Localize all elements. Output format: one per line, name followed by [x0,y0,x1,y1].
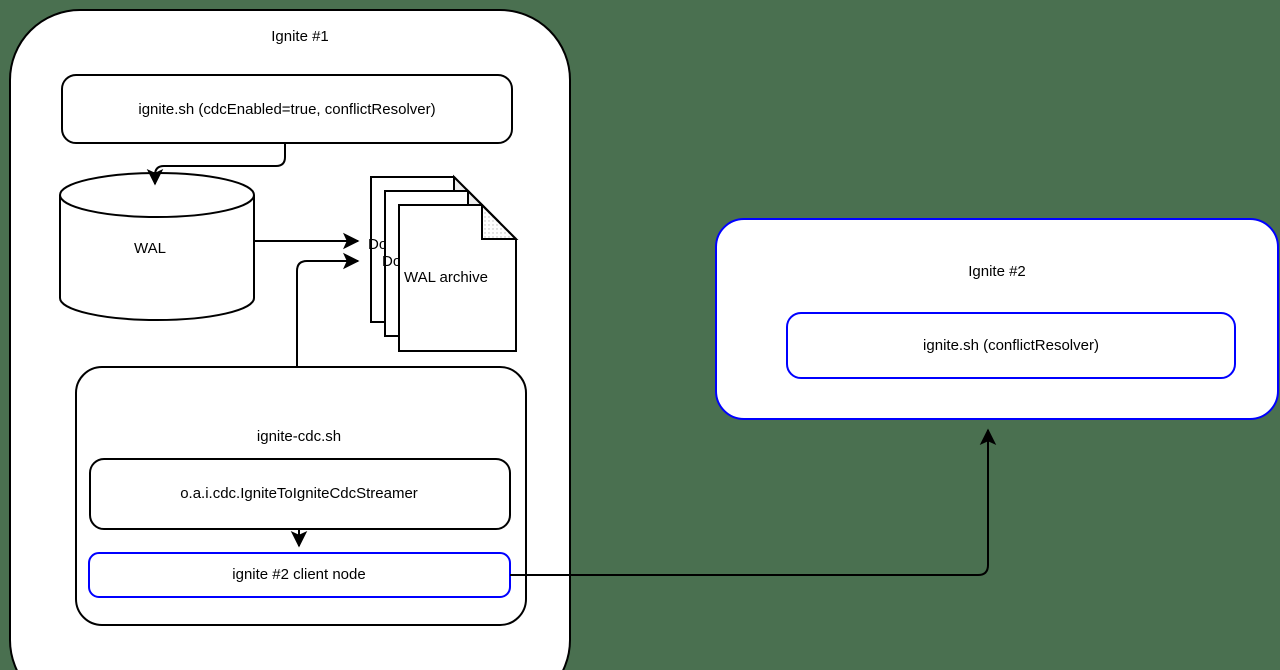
edge-ignite-sh-to-wal [146,143,286,186]
wal-cylinder-body [59,195,255,321]
wal-cylinder[interactable]: WAL [59,172,255,321]
ignite1-container-border [9,9,571,670]
cdc-streamer-box[interactable]: o.a.i.cdc.IgniteToIgniteCdcStreamer [89,458,511,530]
ignite2-ignite-sh-box[interactable]: ignite.sh (conflictResolver) [786,312,1236,379]
ignite-sh-label: ignite.sh (cdcEnabled=true, conflictReso… [138,101,435,118]
wal-archive-label: WAL archive [404,269,488,286]
ignite2-ignite-sh-label: ignite.sh (conflictResolver) [923,337,1099,354]
edge-client-node-to-ignite2 [510,428,997,576]
wal-cylinder-top-fill [60,173,254,217]
cdc-streamer-box-shape [90,459,510,529]
wal-label: WAL [134,240,166,257]
edge-cdc-to-wal-archive [296,252,360,367]
wal-archive-hidden-label-1: Do [368,236,387,253]
ignite-sh-box-border [61,74,513,144]
client-node-box-shape [89,553,510,597]
ignite2-client-node-box[interactable]: ignite #2 client node [88,552,511,598]
ignite2-ignite-sh-box-shape [787,313,1235,378]
wal-archive-doc-front-shape [399,205,516,351]
wal-archive-doc-front-border [398,204,517,352]
ignite-cdc-sh-box-border [75,366,527,626]
client-node-label: ignite #2 client node [232,566,365,583]
ignite-sh-box-shape [62,75,512,143]
wal-cylinder-body-fill [60,195,254,320]
ignite-cdc-sh-label: ignite-cdc.sh [257,428,341,445]
wal-archive-hidden-label-2: Do [382,253,401,270]
ignite2-ignite-sh-box-border [786,312,1236,379]
ignite1-title: Ignite #1 [271,28,329,45]
cdc-streamer-label: o.a.i.cdc.IgniteToIgniteCdcStreamer [180,485,418,502]
wal-archive-doc-front-fold [481,202,519,240]
ignite2-container-border [715,218,1279,420]
ignite2-title: Ignite #2 [968,263,1026,280]
ignite1-ignite-sh-box[interactable]: ignite.sh (cdcEnabled=true, conflictReso… [61,74,513,144]
wal-archive-doc-front[interactable]: WAL archive [398,202,519,352]
